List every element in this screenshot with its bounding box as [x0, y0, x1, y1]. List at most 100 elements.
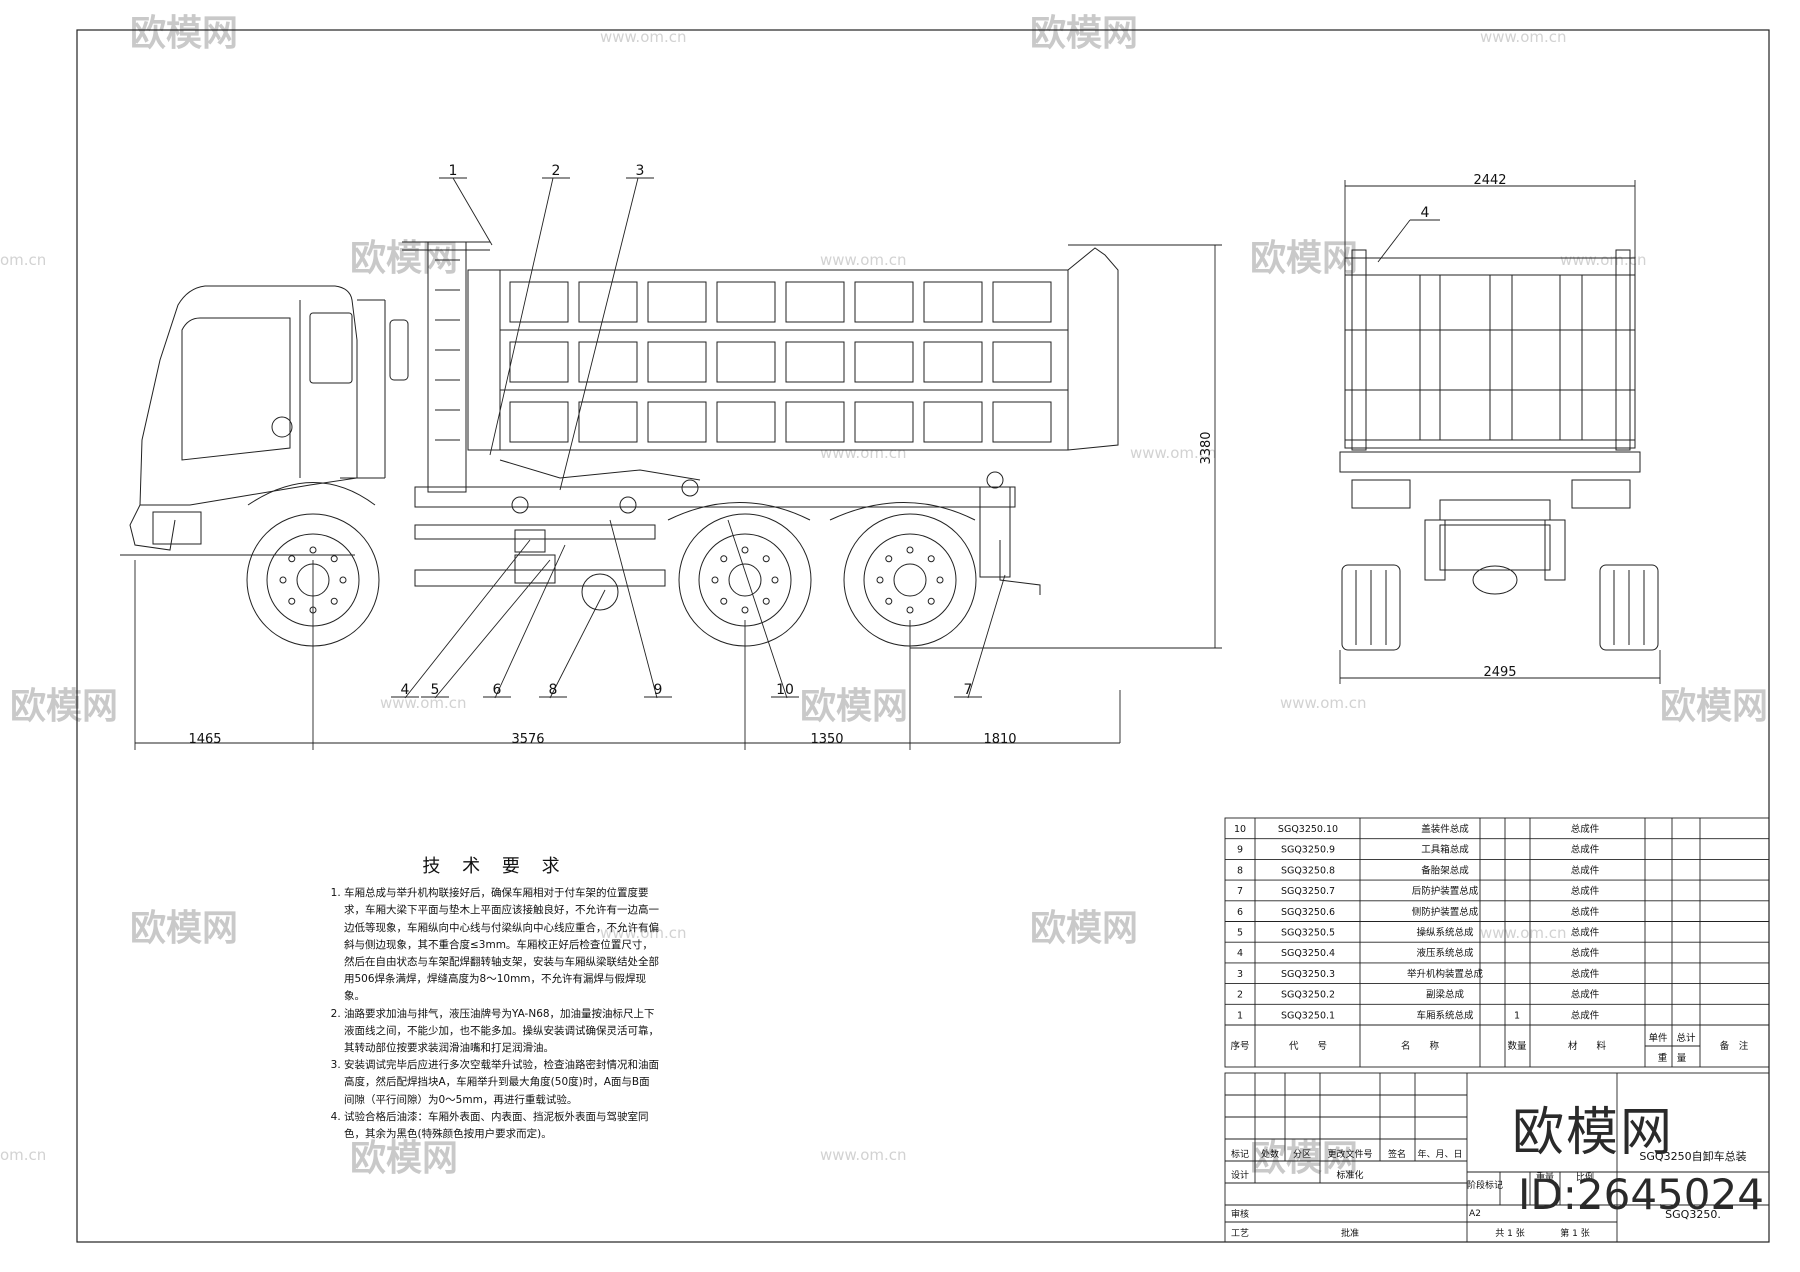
- wheel-nut: [906, 546, 914, 554]
- callout-leader: [609, 519, 658, 699]
- callout-leader: [404, 539, 531, 699]
- watermark-logo: 欧模网: [1250, 1138, 1358, 1179]
- bom-no: 2: [1237, 990, 1243, 1001]
- part-callouts: [391, 177, 1006, 699]
- tb-weight: 重量: [1536, 1171, 1554, 1183]
- wheel-nut: [906, 606, 914, 614]
- body-panel: [992, 341, 1052, 383]
- bom-h-name: 名 称: [1401, 1040, 1440, 1052]
- tb-size: A2: [1469, 1209, 1481, 1219]
- wheel-nut: [876, 576, 884, 584]
- tb-drawing-no: SGQ3250.: [1665, 1208, 1721, 1221]
- body-panel: [785, 281, 845, 323]
- bom-note: 总成件: [1571, 947, 1600, 959]
- watermark-url: www.om.cn: [820, 251, 907, 269]
- bom-no: 4: [1237, 948, 1243, 959]
- tb-label: 年、月、日: [1417, 1148, 1462, 1160]
- bom-no: 5: [1237, 928, 1243, 939]
- wheel-nut: [936, 576, 944, 584]
- body-panel: [647, 341, 707, 383]
- truck-side-view: [120, 241, 1119, 647]
- tech-item: 安装调试完毕后应进行多次空载举升试验，检查油路密封情况和油面高度，然后配焊挡块A…: [344, 1057, 660, 1109]
- tb-label: 签名: [1388, 1148, 1406, 1160]
- tb-label: 处数: [1261, 1148, 1279, 1160]
- bom-code: SGQ3250.7: [1281, 886, 1335, 897]
- watermark-logo: 欧模网: [130, 13, 238, 54]
- title-block-text: 标记处数分区更改文件号签名年、月、日设计标准化阶段标记重量比例审核工艺批准A2共…: [1231, 1148, 1747, 1239]
- watermark-logo: 欧模网: [800, 686, 908, 727]
- wheel-rim: [863, 533, 957, 627]
- callout-label: 8: [549, 682, 558, 698]
- bom-note: 总成件: [1571, 823, 1600, 835]
- body-panel: [578, 341, 638, 383]
- watermark-url: www.om.cn: [1560, 251, 1647, 269]
- wheel-nut: [762, 597, 770, 605]
- bom-code: SGQ3250.6: [1281, 907, 1335, 918]
- bom-no: 7: [1237, 886, 1243, 897]
- callout-leader: [559, 177, 639, 491]
- wheel-nut: [330, 597, 338, 605]
- dim-front-overhang: 1465: [188, 732, 221, 747]
- tb-label: 标记: [1231, 1148, 1249, 1160]
- bom-code: SGQ3250.1: [1281, 1010, 1335, 1021]
- watermark-logo: 欧模网: [10, 686, 118, 727]
- bom-h-remark: 备 注: [1720, 1040, 1749, 1052]
- tb-label: 更改文件号: [1327, 1148, 1372, 1160]
- watermark-url: www.om.cn: [600, 28, 687, 46]
- stamp-logo: 欧模网: [1512, 1103, 1675, 1163]
- wheel-nut: [762, 555, 770, 563]
- dim-bottom-width: 2495: [1483, 665, 1516, 680]
- bom-name: 举升机构装置总成: [1407, 968, 1484, 980]
- bom-name: 侧防护装置总成: [1412, 906, 1479, 918]
- wheels: [246, 513, 977, 647]
- dim-height: 3380: [1199, 431, 1214, 464]
- wheel-nut: [288, 555, 296, 563]
- rear-callout-label: 4: [1421, 205, 1430, 221]
- bom-note: 总成件: [1571, 927, 1600, 939]
- watermark-logo: 欧模网: [350, 238, 458, 279]
- watermark-logo: 欧模网: [350, 1138, 458, 1179]
- wheel-nut: [885, 597, 893, 605]
- technical-requirements: 技 术 要 求 车厢总成与举升机构联接好后，确保车厢相对于付车架的位置度要求，车…: [330, 857, 660, 1143]
- watermark-logo: 欧模网: [1030, 13, 1138, 54]
- wheel-nut: [330, 555, 338, 563]
- bom-code: SGQ3250.2: [1281, 990, 1335, 1001]
- body-panels: [509, 281, 1052, 443]
- tb-standard: 标准化: [1336, 1169, 1363, 1181]
- side-dimensions: [134, 244, 1222, 750]
- callout-leader: [434, 559, 551, 699]
- bom-name: 后防护装置总成: [1412, 885, 1479, 897]
- callout-label: 10: [776, 682, 794, 698]
- body-panel: [578, 401, 638, 443]
- body-panel: [647, 281, 707, 323]
- title-block: [1224, 1072, 1770, 1243]
- bom-code: SGQ3250.4: [1281, 948, 1335, 959]
- body-panel: [509, 281, 569, 323]
- drawing-frame: [76, 29, 1770, 1243]
- callout-label: 3: [636, 163, 645, 179]
- callout-label: 9: [654, 682, 663, 698]
- wheel-nut: [288, 597, 296, 605]
- watermark-logo: 欧模网: [1030, 908, 1138, 949]
- watermark-logo: 欧模网: [1250, 238, 1358, 279]
- body-panel: [785, 341, 845, 383]
- bom-note: 总成件: [1571, 1009, 1600, 1021]
- callout-label: 6: [493, 682, 502, 698]
- callout-label: 2: [552, 163, 561, 179]
- callout-leader: [727, 519, 788, 699]
- wheel-nut: [927, 555, 935, 563]
- watermark-url-short: om.cn: [0, 1146, 46, 1164]
- tb-review: 审核: [1231, 1208, 1249, 1220]
- bom-h-material: 材 料: [1568, 1040, 1607, 1052]
- bom-note: 总成件: [1571, 864, 1600, 876]
- callout-label: 1: [449, 163, 458, 179]
- bom-code: SGQ3250.10: [1278, 824, 1338, 835]
- tb-sheets: 共 1 张: [1495, 1228, 1524, 1239]
- tb-label: 分区: [1293, 1149, 1311, 1160]
- wheel-nut: [927, 597, 935, 605]
- tb-design: 设计: [1231, 1169, 1249, 1181]
- tb-sheet-no: 第 1 张: [1560, 1227, 1589, 1239]
- tech-list: 车厢总成与举升机构联接好后，确保车厢相对于付车架的位置度要求，车厢大梁下平面与垫…: [330, 885, 660, 1143]
